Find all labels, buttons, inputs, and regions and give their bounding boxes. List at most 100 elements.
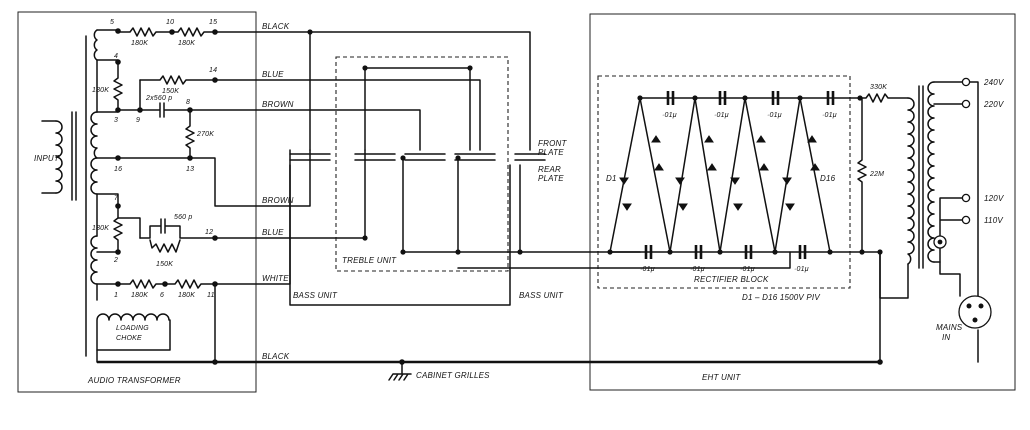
resistor-180k-c [117, 279, 166, 289]
cap-bottom-3: ·01μ [740, 266, 755, 273]
label-r-180k-a: 180K [131, 40, 148, 47]
resistor-22m [857, 97, 867, 253]
resistor-180k-left [113, 61, 123, 109]
label-audio-transformer: AUDIO TRANSFORMER [87, 376, 181, 385]
cap-bottom-4: ·01μ [794, 266, 809, 273]
terminal-12: 12 [205, 229, 213, 236]
label-r-150k-top: 150K [162, 88, 179, 95]
label-r-330k: 330K [870, 84, 887, 91]
diode-icons [619, 135, 820, 211]
label-r-180k-c: 180K [131, 292, 148, 299]
terminal-3: 3 [114, 117, 118, 124]
terminal-4: 4 [114, 53, 118, 60]
ground-icon [388, 361, 412, 381]
secondary-winding-bottom [90, 235, 98, 285]
label-r-150k-bottom: 150K [156, 261, 173, 268]
label-treble-unit: TREBLE UNIT [342, 256, 397, 265]
mains-plug-icon [958, 295, 992, 329]
wire-label-brown-2: BROWN [262, 196, 294, 205]
fuse-lamp-icon [933, 235, 947, 249]
terminal-15: 15 [209, 19, 217, 26]
label-r-180k-lower-left: 180K [92, 225, 109, 232]
terminal-2: 2 [113, 257, 118, 264]
wire-label-brown-1: BROWN [262, 100, 294, 109]
label-rectifier-block: RECTIFIER BLOCK [694, 275, 769, 284]
wire-label-blue-top: BLUE [262, 70, 284, 79]
eht-transformer [879, 81, 979, 299]
terminal-7: 7 [114, 195, 119, 202]
cap-top-2: ·01μ [714, 112, 729, 119]
label-rear-plate-1: REAR [538, 165, 561, 174]
input-winding [41, 111, 77, 201]
wire-label-black-bottom: BLACK [262, 352, 290, 361]
terminal-9: 9 [136, 117, 140, 124]
wire-label-white: WHITE [262, 274, 289, 283]
label-front-plate-2: PLATE [538, 148, 564, 157]
terminal-13: 13 [186, 166, 194, 173]
resistor-180k-lower-left [113, 205, 123, 253]
label-front-plate-1: FRONT [538, 139, 567, 148]
label-cap-560p: 560 p [174, 214, 193, 221]
label-r-22m: 22M [869, 171, 884, 178]
audio-transformer-box [17, 11, 257, 393]
label-rear-plate-2: PLATE [538, 174, 564, 183]
resistor-330k [859, 93, 909, 103]
terminal-14: 14 [209, 67, 217, 74]
tap-240v: 240V [983, 78, 1004, 87]
label-eht-unit: EHT UNIT [702, 373, 741, 382]
label-mains-2: IN [942, 333, 950, 342]
junction-dots [307, 29, 523, 255]
label-bass-unit-left: BASS UNIT [293, 291, 338, 300]
label-r-270k: 270K [196, 131, 214, 138]
secondary-winding-top [93, 29, 98, 61]
resistor-180k-d [164, 279, 216, 289]
terminal-6: 6 [160, 292, 164, 299]
rectifier-bottom-caps [644, 245, 807, 259]
label-bass-unit-right: BASS UNIT [519, 291, 564, 300]
resistor-180k-a [117, 27, 173, 37]
speaker-plates [289, 153, 546, 161]
label-r-180k-d: 180K [178, 292, 195, 299]
label-r-180k-left: 180K [92, 87, 109, 94]
secondary-winding-mid [90, 111, 98, 195]
terminal-10: 10 [166, 19, 174, 26]
terminal-11: 11 [207, 292, 215, 299]
terminal-16: 16 [114, 166, 122, 173]
terminal-8: 8 [186, 99, 190, 106]
input-label: INPUT [34, 154, 60, 163]
tap-120v: 120V [984, 194, 1004, 203]
wire-label-blue-2: BLUE [262, 228, 284, 237]
rectifier-nodes [607, 95, 883, 255]
cap-bottom-1: ·01μ [640, 266, 655, 273]
label-d16: D16 [820, 174, 836, 183]
treble-unit-box [335, 56, 509, 272]
terminal-5: 5 [110, 19, 114, 26]
label-loading-choke-1: LOADING [116, 325, 149, 332]
cap-top-1: ·01μ [662, 112, 677, 119]
rectifier-block-box [597, 75, 851, 289]
rectifier-diode-chain [609, 97, 831, 253]
label-loading-choke-2: CHOKE [116, 335, 142, 342]
loading-choke-winding [96, 313, 171, 351]
eht-unit-box [589, 13, 1016, 391]
label-cap-2x560p: 2x560 p [145, 95, 172, 102]
mains-tap-terminals [961, 77, 971, 225]
resistor-180k-b [171, 27, 216, 37]
cap-top-4: ·01μ [822, 112, 837, 119]
label-diode-rating: D1 – D16 1500V PIV [742, 293, 820, 302]
label-r-180k-b: 180K [178, 40, 195, 47]
label-cabinet-grilles: CABINET GRILLES [416, 371, 490, 380]
terminal-1: 1 [114, 292, 118, 299]
tap-220v: 220V [983, 100, 1004, 109]
capacitor-2x560p [139, 102, 191, 118]
cap-top-3: ·01μ [767, 112, 782, 119]
resistor-270k [185, 111, 195, 159]
cap-bottom-2: ·01μ [690, 266, 705, 273]
label-mains-1: MAINS [936, 323, 963, 332]
resistor-150k-bottom [149, 239, 181, 253]
label-d1: D1 [606, 174, 617, 183]
wire-label-black-top: BLACK [262, 22, 290, 31]
rectifier-top-caps [666, 91, 835, 105]
capacitor-560p [139, 218, 216, 239]
